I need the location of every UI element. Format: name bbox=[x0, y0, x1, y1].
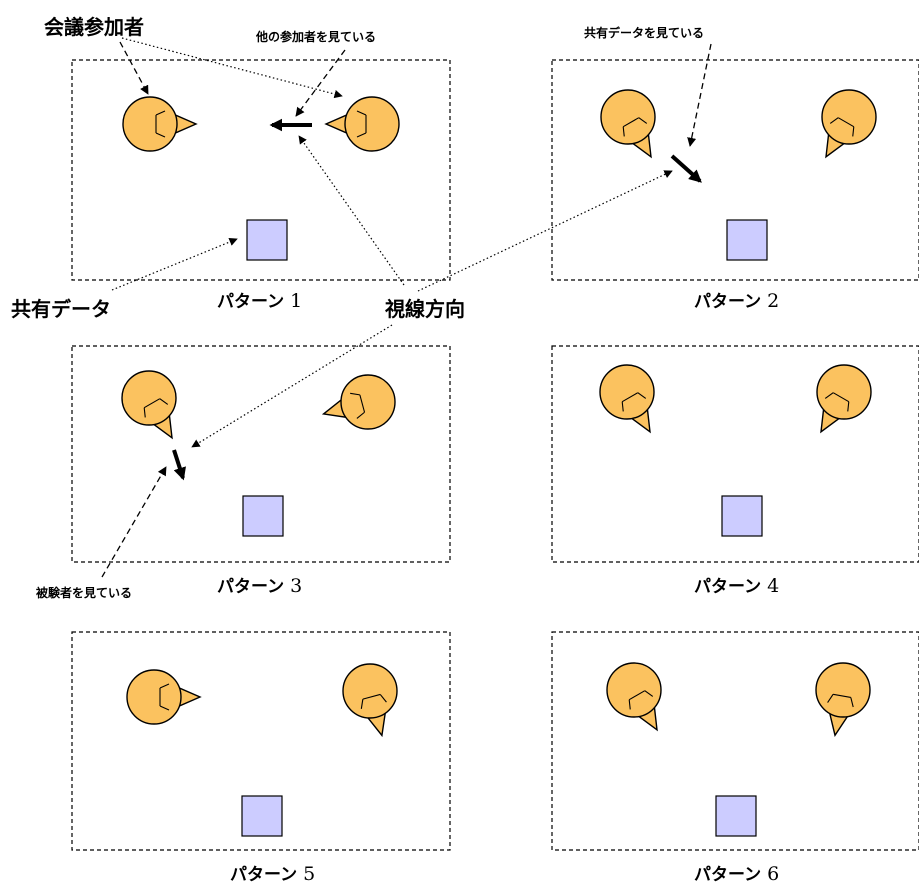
gaze-direction-leader-line bbox=[191, 324, 393, 448]
gaze-direction-leader-line bbox=[298, 135, 405, 286]
shared-data-square-icon bbox=[246, 219, 288, 261]
participant-head-icon bbox=[126, 669, 202, 725]
participant-head-icon bbox=[821, 89, 877, 159]
pattern-3-frame bbox=[71, 345, 451, 563]
participant-head-icon bbox=[122, 96, 198, 152]
participant-head-icon bbox=[324, 96, 400, 152]
pattern-5-frame bbox=[71, 631, 451, 851]
looking-at-subject-callout: 被験者を見ている bbox=[36, 585, 132, 600]
looking-at-other-callout: 他の参加者を見ている bbox=[255, 29, 376, 44]
looking-at-shared-callout: 共有データを見ている bbox=[584, 25, 704, 40]
participant-head-icon bbox=[606, 662, 662, 732]
looking-at-shared-leader-line bbox=[687, 43, 712, 147]
looking-at-other-leader-line bbox=[295, 49, 346, 117]
shared-data-square-icon bbox=[715, 795, 757, 837]
shared-data-leader-line bbox=[111, 237, 238, 291]
gaze-arrow-icon bbox=[670, 154, 702, 183]
pattern-1-frame bbox=[71, 59, 451, 281]
looking-at-subject-leader-line bbox=[101, 466, 167, 578]
gaze-direction-leader-line bbox=[417, 170, 673, 292]
participant-head-icon bbox=[599, 364, 655, 434]
participant-head-icon bbox=[816, 364, 872, 434]
participant-head-icon bbox=[121, 370, 177, 440]
participant-head-icon bbox=[321, 374, 396, 430]
participants-leader-line bbox=[121, 37, 343, 99]
shared-data-callout: 共有データ bbox=[11, 297, 111, 321]
shared-data-square-icon bbox=[241, 795, 283, 837]
participants-layer bbox=[121, 89, 877, 738]
pattern-6-frame bbox=[551, 631, 919, 851]
participants-leader-line bbox=[119, 41, 149, 95]
participant-head-icon bbox=[600, 89, 656, 159]
shared-data-square-icon bbox=[726, 219, 768, 261]
shared-data-square-icon bbox=[242, 495, 284, 537]
gaze-arrow-icon bbox=[172, 449, 186, 481]
participants-callout: 会議参加者 bbox=[44, 15, 144, 39]
gaze-direction-callout: 視線方向 bbox=[384, 297, 465, 321]
shared-data-square-icon bbox=[721, 495, 763, 537]
pattern-2-frame bbox=[551, 59, 919, 281]
pattern-4-frame bbox=[551, 345, 919, 563]
participant-head-icon bbox=[815, 662, 871, 738]
participant-head-icon bbox=[342, 663, 398, 738]
